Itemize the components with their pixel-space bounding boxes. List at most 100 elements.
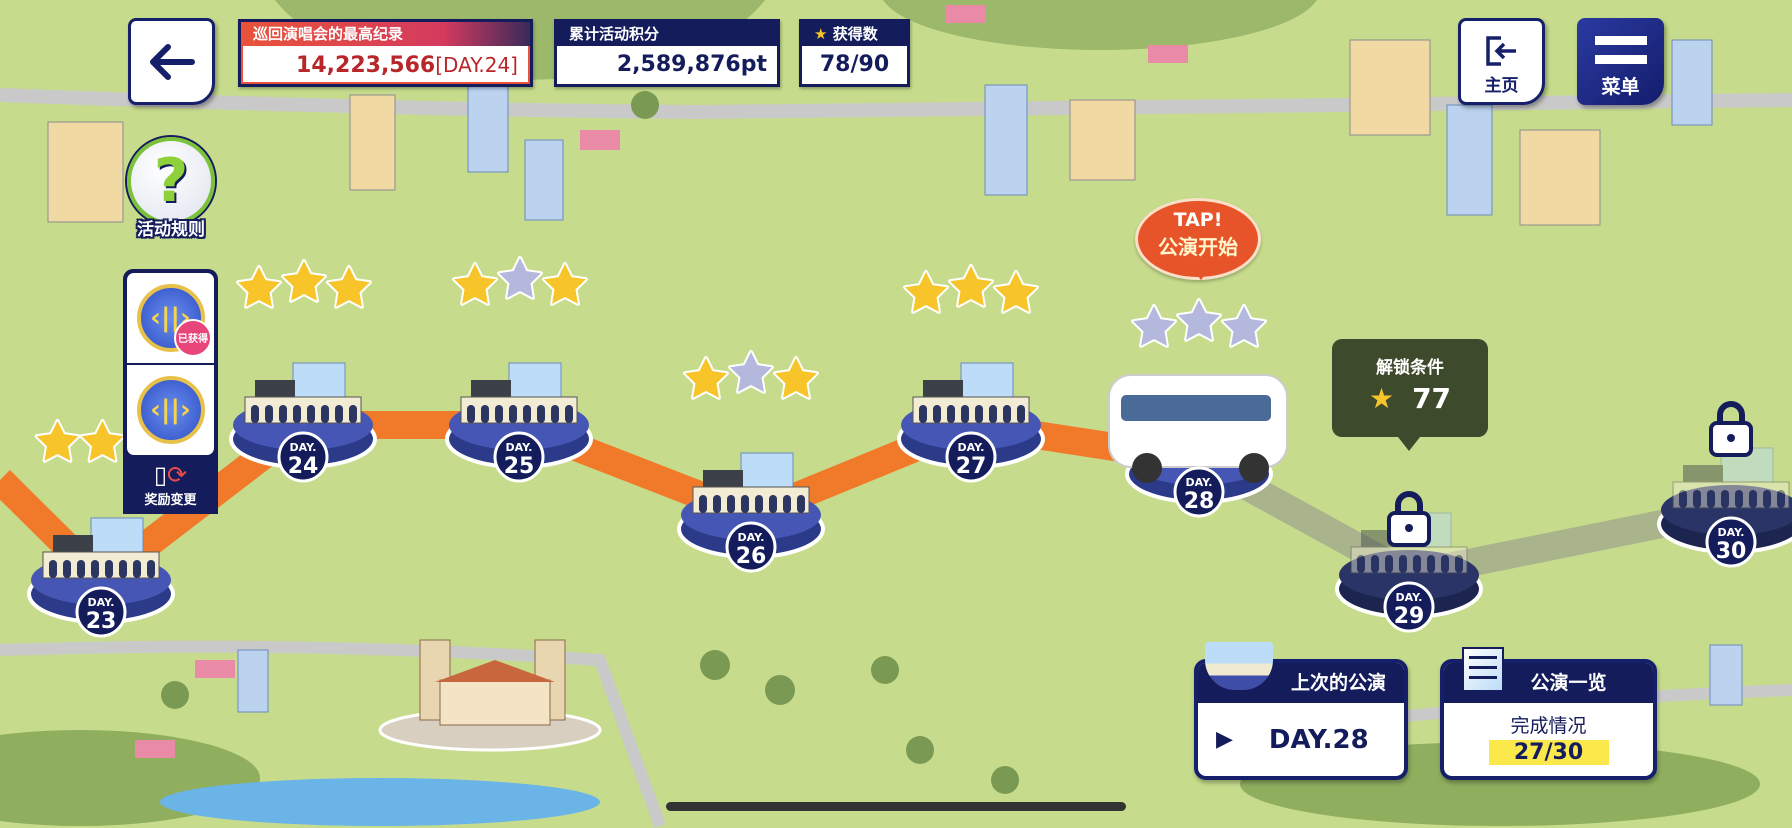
star-empty-icon — [728, 350, 774, 394]
stage-base-top — [1339, 550, 1479, 600]
completion-value: 27/30 — [1488, 740, 1609, 765]
event-rules-button[interactable]: ? 活动规则 — [123, 137, 219, 247]
star-icon: ★ — [814, 25, 828, 43]
bubble-pointer — [1192, 268, 1210, 289]
day-prefix: DAY. — [1186, 476, 1213, 489]
star-earned-icon — [773, 356, 819, 400]
star-earned-icon — [326, 265, 372, 309]
arrow-left-icon — [149, 43, 195, 80]
day-badge — [493, 431, 545, 483]
day-prefix: DAY. — [290, 441, 317, 454]
venue-building — [692, 452, 810, 514]
home-button[interactable]: 主页 — [1458, 18, 1545, 105]
tap-label: TAP! — [1173, 209, 1223, 231]
start-performance-bubble[interactable]: TAP! 公演开始 — [1135, 198, 1261, 280]
unlock-condition-tooltip: 解锁条件 ★77 — [1332, 339, 1488, 451]
day-prefix: DAY. — [1718, 526, 1745, 539]
day-number: 29 — [1394, 604, 1425, 629]
event-rules-label: 活动规则 — [137, 220, 205, 240]
play-icon: ▶ — [1216, 727, 1233, 752]
best-record-panel: 巡回演唱会的最高纪录 14,223,566[DAY.24] — [238, 19, 533, 87]
stars-obtained-label: 获得数 — [832, 25, 878, 43]
day-number: 23 — [86, 609, 117, 634]
star-empty-icon — [1176, 298, 1222, 342]
stage-day-25[interactable]: DAY.25 — [445, 256, 593, 483]
menu-label: 菜单 — [1601, 76, 1640, 98]
best-record-day: [DAY.24] — [435, 53, 518, 77]
obtained-stamp: 已获得 — [174, 319, 212, 357]
event-points-value: 2,589,876pt — [557, 46, 777, 84]
venue-building — [912, 362, 1030, 424]
star-earned-icon — [34, 419, 81, 463]
menu-icon — [1594, 36, 1647, 64]
lock-icon — [1387, 491, 1431, 547]
day-prefix: DAY. — [1396, 591, 1423, 604]
day-number: 28 — [1184, 489, 1215, 514]
day-badge — [1383, 581, 1435, 633]
stage-day-30: DAY.30 — [1657, 401, 1792, 568]
star-empty-icon — [497, 256, 543, 300]
day-badge — [945, 431, 997, 483]
day-number: 30 — [1716, 539, 1747, 564]
day-prefix: DAY. — [506, 441, 533, 454]
document-list-icon — [1462, 647, 1504, 692]
day-badge — [1705, 516, 1757, 568]
stage-nodes: DAY.23DAY.24DAY.25DAY.26DAY.27DAY.28DAY.… — [27, 256, 1792, 638]
home-label: 主页 — [1484, 76, 1519, 96]
day-prefix: DAY. — [958, 441, 985, 454]
tour-bus[interactable] — [1108, 374, 1288, 483]
stage-day-23[interactable]: DAY.23 — [27, 419, 175, 638]
star-earned-icon — [948, 264, 994, 308]
last-performance-day: DAY.28 — [1268, 724, 1369, 755]
reward-change-label: 奖励变更 — [144, 493, 197, 508]
best-record-label: 巡回演唱会的最高纪录 — [253, 25, 404, 43]
day-number: 26 — [736, 544, 767, 569]
day-number: 25 — [504, 454, 535, 479]
star-earned-icon — [452, 262, 498, 306]
performance-list-button[interactable]: 公演一览 完成情况 27/30 — [1440, 659, 1657, 780]
day-badge — [75, 586, 127, 638]
stars-obtained-panel: ★ 获得数 78/90 — [799, 19, 910, 87]
stage-day-29: DAY.29 — [1335, 491, 1483, 633]
day-prefix: DAY. — [88, 596, 115, 609]
completion-label: 完成情况 — [1510, 715, 1587, 737]
stage-day-24[interactable]: DAY.24 — [229, 259, 377, 483]
menu-button[interactable]: 菜单 — [1577, 18, 1664, 105]
home-indicator[interactable] — [666, 802, 1126, 811]
stage-building-icon — [1205, 642, 1273, 690]
question-icon: ? — [127, 137, 215, 225]
star-earned-icon — [281, 259, 327, 303]
reward-change-button[interactable]: ▯⟳ 奖励变更 — [127, 455, 214, 508]
best-record-score: 14,223,566 — [296, 53, 436, 78]
day-prefix: DAY. — [738, 531, 765, 544]
back-button[interactable] — [128, 18, 215, 105]
venue-building — [1672, 447, 1790, 509]
unlock-condition-title: 解锁条件 — [1376, 358, 1444, 378]
card-swap-icon: ▯⟳ — [153, 461, 188, 489]
reward-medal-icon: ‹||› — [136, 376, 205, 444]
star-earned-icon — [903, 270, 949, 314]
last-performance-button[interactable]: 上次的公演 ▶ DAY.28 — [1194, 659, 1408, 780]
day-badge — [725, 521, 777, 573]
stage-day-27[interactable]: DAY.27 — [897, 264, 1045, 483]
star-earned-icon — [993, 270, 1039, 314]
day-badge — [1173, 466, 1225, 518]
start-performance-label: 公演开始 — [1158, 235, 1238, 259]
star-empty-icon — [1221, 304, 1267, 348]
day-number: 27 — [956, 454, 987, 479]
event-points-panel: 累计活动积分 2,589,876pt — [554, 19, 780, 87]
event-points-label: 累计活动积分 — [569, 25, 660, 43]
stage-base-top — [1661, 485, 1792, 535]
venue-building — [460, 362, 578, 424]
star-empty-icon — [1131, 304, 1177, 348]
stage-day-28[interactable]: DAY.28 — [1108, 298, 1288, 518]
reward-panel: ‹||› 已获得 ‹||› ▯⟳ 奖励变更 — [123, 269, 218, 514]
reward-item-1[interactable]: ‹||› 已获得 — [127, 273, 214, 363]
star-earned-icon — [542, 262, 588, 306]
reward-item-2[interactable]: ‹||› — [127, 365, 214, 455]
venue-building — [244, 362, 362, 424]
stage-day-26[interactable]: DAY.26 — [677, 350, 825, 573]
star-icon: ★ — [1368, 382, 1395, 415]
tooltip-pointer — [1398, 437, 1420, 451]
